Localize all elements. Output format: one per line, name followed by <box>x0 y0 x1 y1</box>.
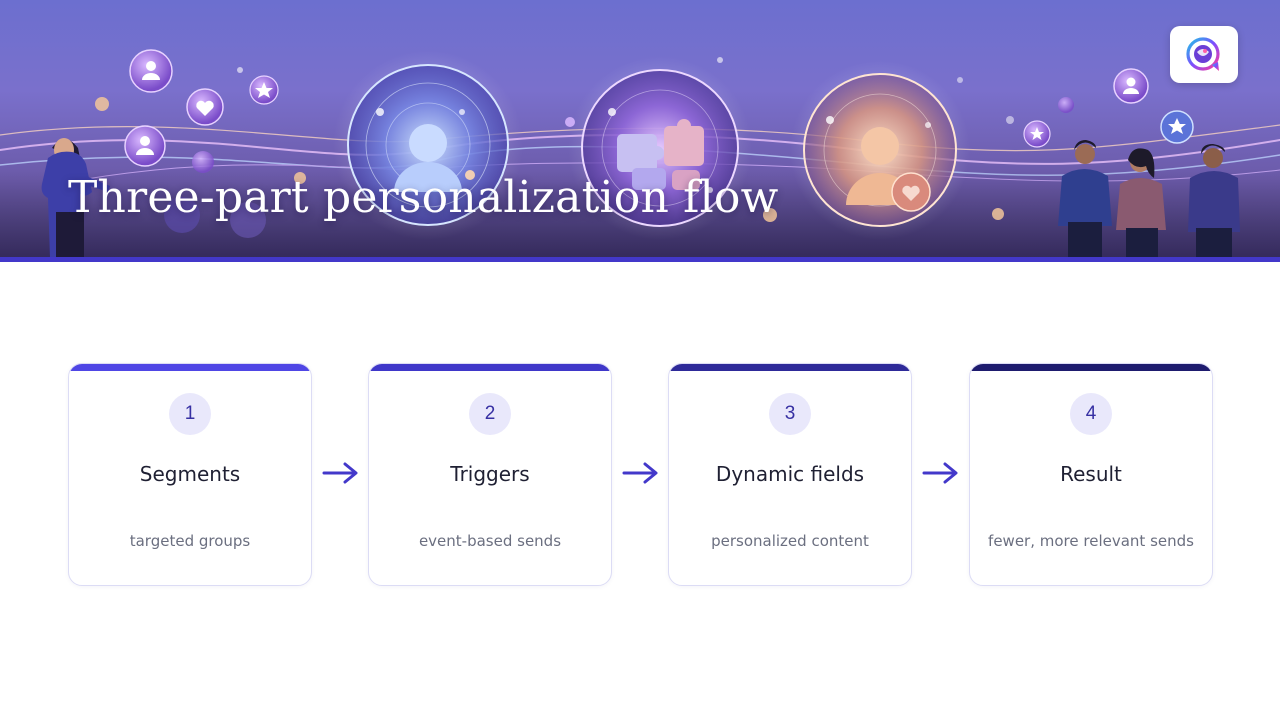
step-card-topbar <box>369 364 611 371</box>
step-subtitle: fewer, more relevant sends <box>988 532 1194 550</box>
arrow-right-icon <box>922 462 958 484</box>
step-subtitle: personalized content <box>711 532 869 550</box>
step-card-topbar <box>970 364 1212 371</box>
step-number-badge: 4 <box>1070 393 1112 435</box>
step-number-badge: 1 <box>169 393 211 435</box>
step-card-segments: 1 Segments targeted groups <box>68 363 312 586</box>
chat-bubble-logo-icon <box>1186 36 1220 71</box>
step-card-dynamic-fields: 3 Dynamic fields personalized content <box>668 363 912 586</box>
step-title: Segments <box>139 462 241 486</box>
person-figures-right <box>1058 140 1240 258</box>
step-subtitle: event-based sends <box>418 532 562 550</box>
step-title: Dynamic fields <box>715 462 865 486</box>
step-title: Triggers <box>450 462 530 486</box>
step-number-badge: 2 <box>469 393 511 435</box>
logo-badge[interactable] <box>1170 26 1238 83</box>
arrow-right-icon <box>322 462 358 484</box>
hero-banner: Three-part personalization flow <box>0 0 1280 258</box>
step-card-triggers: 2 Triggers event-based sends <box>368 363 612 586</box>
step-subtitle: targeted groups <box>129 532 251 550</box>
step-number-badge: 3 <box>769 393 811 435</box>
step-card-topbar <box>69 364 311 371</box>
banner-accent-rule <box>0 257 1280 262</box>
arrow-right-icon <box>622 462 658 484</box>
page-title: Three-part personalization flow <box>68 172 779 223</box>
step-card-result: 4 Result fewer, more relevant sends <box>969 363 1213 586</box>
step-card-topbar <box>669 364 911 371</box>
person-figure-left <box>41 138 110 258</box>
step-title: Result <box>1060 462 1122 486</box>
flow-diagram: 1 Segments targeted groups 2 Triggers ev… <box>68 363 1213 586</box>
banner-illustration <box>0 49 1280 258</box>
